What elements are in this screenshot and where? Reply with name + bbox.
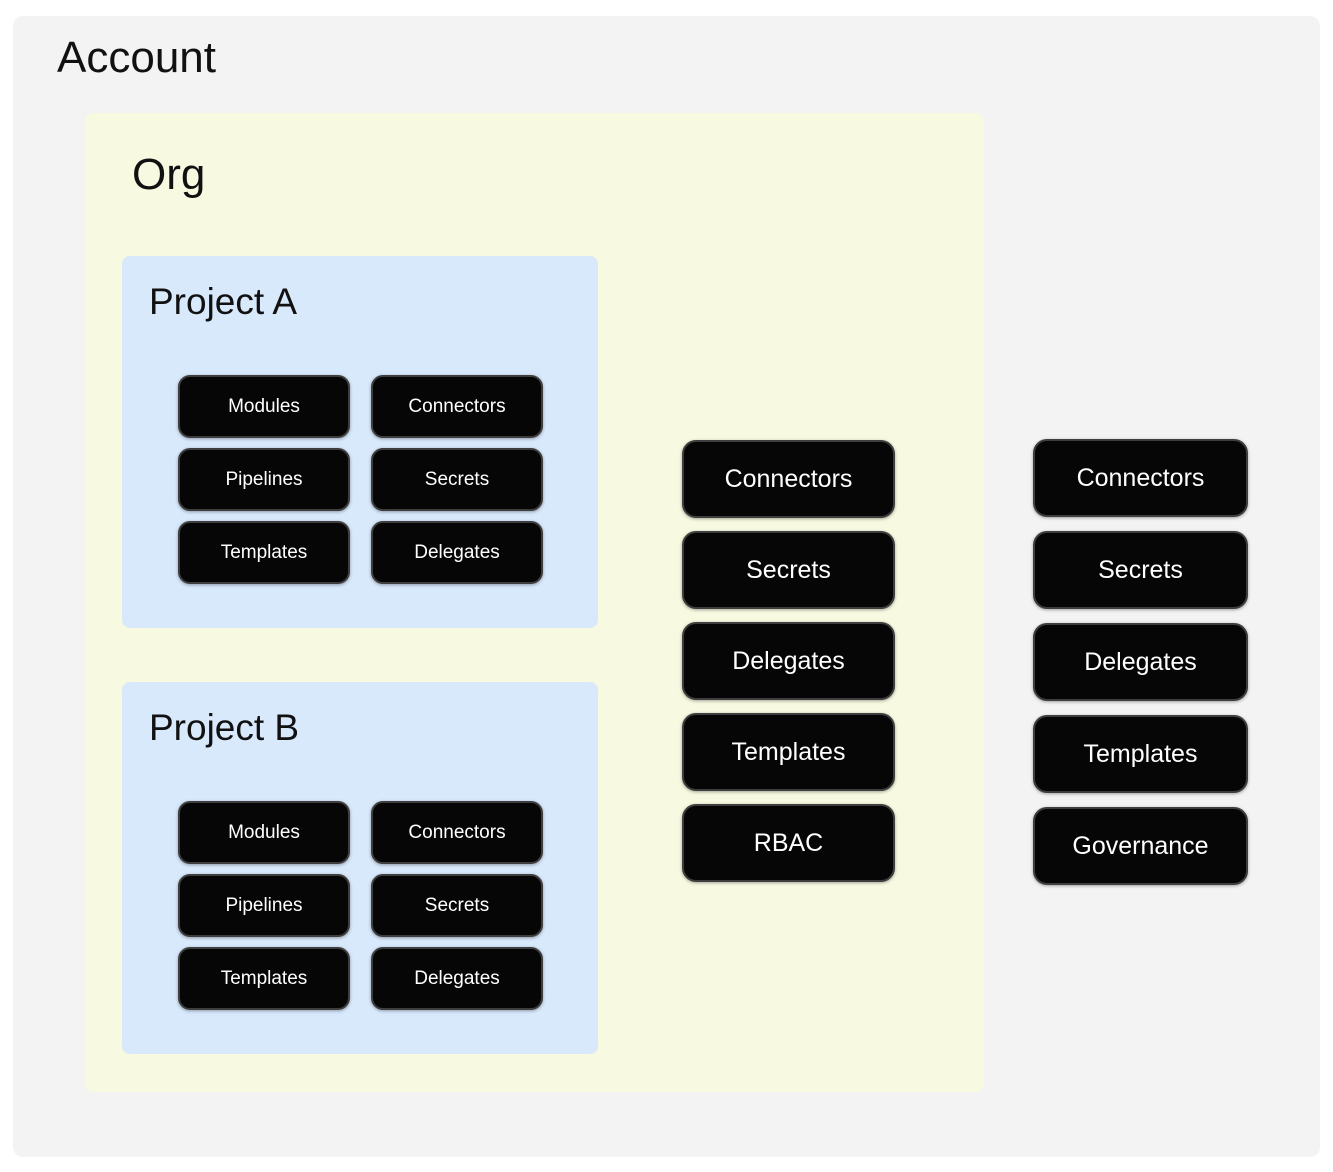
account-container: Account Org Project A Modules Connectors…: [13, 16, 1320, 1157]
project-b-pill-pipelines: Pipelines: [178, 874, 350, 937]
org-pill-templates: Templates: [682, 713, 895, 791]
org-pill-delegates: Delegates: [682, 622, 895, 700]
org-pill-rbac: RBAC: [682, 804, 895, 882]
org-pill-connectors: Connectors: [682, 440, 895, 518]
project-a-pill-delegates: Delegates: [371, 521, 543, 584]
project-a-pill-connectors: Connectors: [371, 375, 543, 438]
project-b-title: Project B: [149, 707, 300, 748]
org-container: Org Project A Modules Connectors Pipelin…: [85, 113, 984, 1092]
project-a-container: Project A Modules Connectors Pipelines S…: [122, 256, 598, 628]
project-b-pill-secrets: Secrets: [371, 874, 543, 937]
org-resources: Connectors Secrets Delegates Templates R…: [682, 440, 895, 882]
project-a-pill-templates: Templates: [178, 521, 350, 584]
project-a-title: Project A: [149, 281, 298, 322]
project-b-pill-connectors: Connectors: [371, 801, 543, 864]
org-pill-secrets: Secrets: [682, 531, 895, 609]
account-pill-delegates: Delegates: [1033, 623, 1248, 701]
project-a-pill-pipelines: Pipelines: [178, 448, 350, 511]
project-a-resources: Modules Connectors Pipelines Secrets Tem…: [178, 375, 543, 584]
project-b-resources: Modules Connectors Pipelines Secrets Tem…: [178, 801, 543, 1010]
account-title: Account: [57, 33, 216, 82]
project-b-pill-templates: Templates: [178, 947, 350, 1010]
account-pill-connectors: Connectors: [1033, 439, 1248, 517]
account-resources: Connectors Secrets Delegates Templates G…: [1033, 439, 1248, 885]
org-title: Org: [132, 150, 206, 199]
project-b-container: Project B Modules Connectors Pipelines S…: [122, 682, 598, 1054]
account-pill-templates: Templates: [1033, 715, 1248, 793]
project-a-pill-secrets: Secrets: [371, 448, 543, 511]
project-b-pill-modules: Modules: [178, 801, 350, 864]
project-a-pill-modules: Modules: [178, 375, 350, 438]
project-b-pill-delegates: Delegates: [371, 947, 543, 1010]
account-pill-secrets: Secrets: [1033, 531, 1248, 609]
account-pill-governance: Governance: [1033, 807, 1248, 885]
